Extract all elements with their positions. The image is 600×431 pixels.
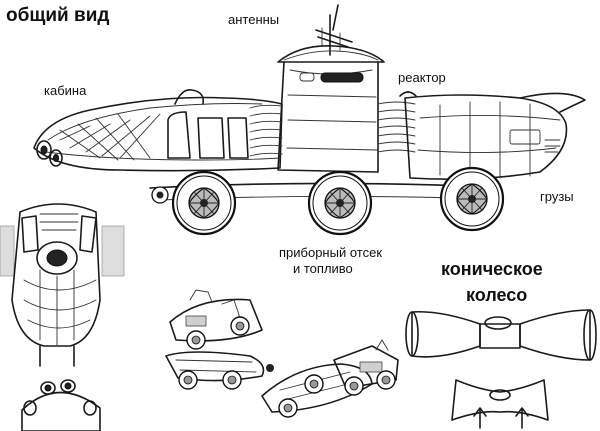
- title-overview: общий вид: [6, 5, 110, 26]
- main-vehicle-sketch: [33, 4, 586, 236]
- label-wheel: колесо: [466, 285, 528, 305]
- antenna-mast: [315, 4, 353, 56]
- small-sketches: [165, 289, 399, 418]
- label-reactor: реактор: [398, 70, 446, 85]
- label-antennas: антенны: [228, 12, 280, 27]
- coil-left: [249, 104, 283, 157]
- label-cabin: кабина: [44, 83, 87, 98]
- label-conical: коническое: [441, 259, 543, 279]
- label-instrument-bay: приборный отсек: [279, 245, 383, 260]
- main-wheel-3: [439, 166, 505, 232]
- top-view-sketch: [0, 203, 125, 431]
- label-fuel: и топливо: [293, 261, 353, 276]
- main-wheel-1: [171, 170, 237, 236]
- coil-right: [377, 101, 416, 153]
- conical-wheel-sketch: [405, 309, 597, 429]
- main-wheel-2: [307, 170, 373, 236]
- label-cargo: грузы: [540, 189, 574, 204]
